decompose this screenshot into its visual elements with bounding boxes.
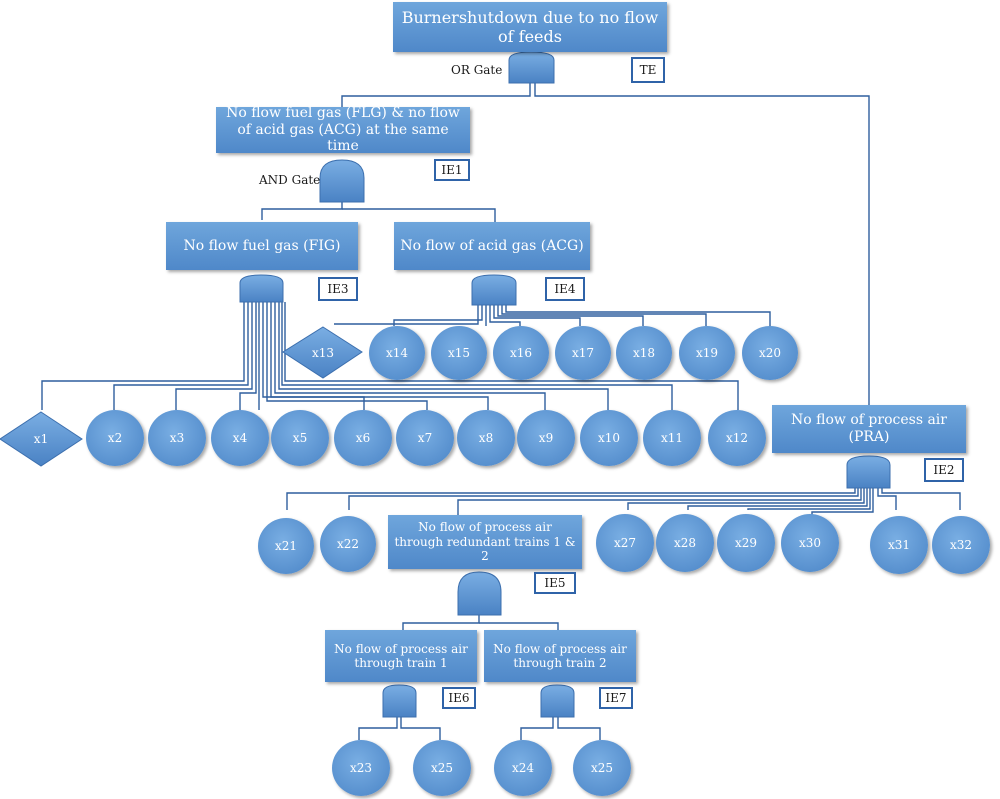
basic-event-x19: x19 (679, 326, 735, 380)
basic-event-x31: x31 (870, 516, 928, 574)
basic-event-x5: x5 (271, 410, 329, 466)
basic-event-x9: x9 (517, 410, 575, 466)
diamond-x1-label: x1 (34, 432, 48, 446)
or-gate-ie4 (471, 274, 517, 306)
event-ie5: No flow of process air through redundant… (388, 515, 582, 569)
and-gate-ie1 (319, 159, 365, 203)
or-gate-ie2 (846, 455, 891, 489)
basic-event-x20: x20 (742, 326, 798, 380)
event-ie4: No flow of acid gas (ACG) (394, 222, 590, 270)
basic-event-x15: x15 (431, 326, 487, 380)
basic-event-x11: x11 (643, 410, 701, 466)
basic-event-x25-train1: x25 (413, 740, 471, 796)
or-gate-ie3 (239, 274, 284, 303)
basic-event-x27: x27 (596, 514, 654, 572)
basic-event-x25-train2: x25 (573, 740, 631, 796)
event-ie6: No flow of process air through train 1 (325, 630, 477, 682)
and-gate-ie5 (457, 571, 502, 616)
basic-event-x23: x23 (332, 740, 390, 796)
diamond-x13-label: x13 (312, 346, 334, 360)
tag-ie4: IE4 (545, 277, 585, 301)
tag-ie5: IE5 (534, 572, 576, 594)
basic-event-x18: x18 (616, 326, 672, 380)
tag-ie1: IE1 (434, 159, 470, 181)
basic-event-x21: x21 (258, 518, 314, 574)
and-gate-label: AND Gate (259, 173, 321, 187)
basic-event-x32: x32 (932, 516, 990, 574)
basic-event-x3: x3 (148, 410, 206, 466)
diamond-x1 (0, 411, 83, 467)
event-ie7: No flow of process air through train 2 (484, 630, 636, 682)
basic-event-x28: x28 (656, 514, 714, 572)
basic-event-x10: x10 (580, 410, 638, 466)
tag-ie6: IE6 (442, 687, 476, 709)
basic-event-x16: x16 (493, 326, 549, 380)
basic-event-x7: x7 (396, 410, 454, 466)
basic-event-x17: x17 (555, 326, 611, 380)
top-event: Burnershutdown due to no flow of feeds (393, 2, 667, 52)
basic-event-x24: x24 (494, 740, 552, 796)
tag-ie3: IE3 (318, 277, 358, 301)
basic-event-x8: x8 (457, 410, 515, 466)
tag-ie2: IE2 (924, 458, 964, 482)
event-ie2: No flow of process air (PRA) (772, 405, 966, 453)
gate-ie6 (382, 684, 417, 718)
basic-event-x4: x4 (211, 410, 269, 466)
tag-ie7: IE7 (599, 687, 633, 709)
gate-ie7 (540, 684, 575, 718)
or-gate-label: OR Gate (451, 63, 503, 77)
basic-event-x22: x22 (320, 516, 376, 572)
basic-event-x2: x2 (86, 410, 144, 466)
basic-event-x30: x30 (781, 514, 839, 572)
basic-event-x14: x14 (369, 326, 425, 380)
diamond-x13 (282, 326, 363, 379)
event-ie3: No flow fuel gas (FIG) (166, 222, 358, 270)
tag-te: TE (631, 57, 665, 83)
event-ie1: No flow fuel gas (FLG) & no flow of acid… (216, 105, 470, 154)
basic-event-x29: x29 (717, 514, 775, 572)
or-gate-te (508, 51, 555, 84)
basic-event-x6: x6 (334, 410, 392, 466)
basic-event-x12: x12 (708, 410, 766, 466)
